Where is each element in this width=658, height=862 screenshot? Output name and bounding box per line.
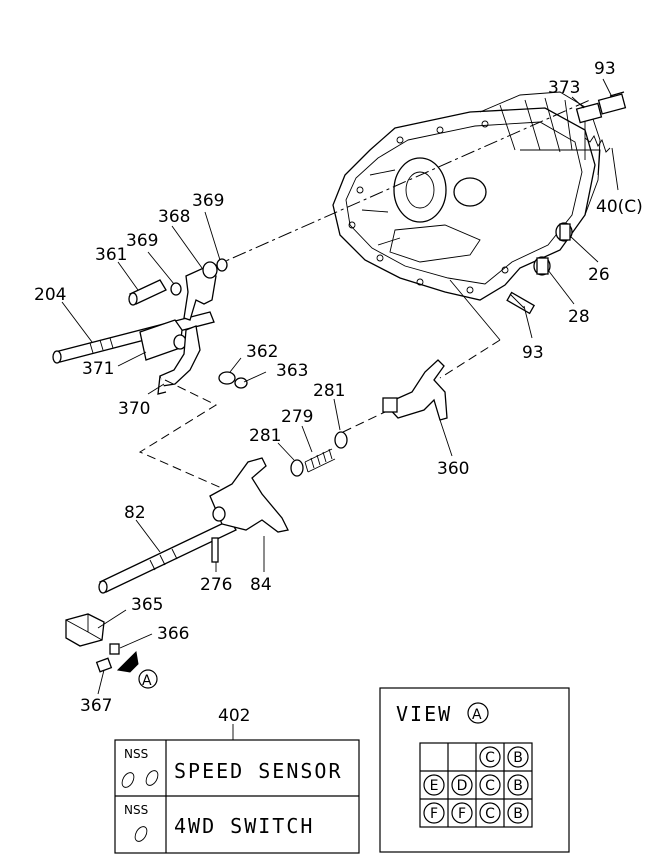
ring-363 xyxy=(234,377,248,389)
grid-cell-circle xyxy=(507,774,529,796)
spring-seat-281-b xyxy=(334,431,348,449)
grid-cell-circle xyxy=(423,774,445,796)
grid-cell-circle xyxy=(479,746,501,768)
callout-373: 373 xyxy=(548,78,580,98)
pin-361 xyxy=(128,279,167,306)
ring-369-a xyxy=(170,282,182,296)
callout-82: 82 xyxy=(124,503,146,523)
plug-26 xyxy=(555,222,573,242)
view-a-marker-circle xyxy=(138,669,158,689)
pin-367 xyxy=(95,657,113,673)
view-a-title: VIEW xyxy=(396,702,452,726)
transmission-case xyxy=(332,91,601,301)
sleeve-373 xyxy=(575,102,603,124)
grid-cell-circle xyxy=(423,802,445,824)
legend-row1-code: NSS xyxy=(124,747,148,761)
fork-360 xyxy=(382,359,448,421)
grid-cell-circle xyxy=(479,802,501,824)
legend-row2-code: NSS xyxy=(124,803,148,817)
spring-seat-281-a xyxy=(290,459,304,477)
leader-lines xyxy=(61,78,619,740)
shift-rod-82 xyxy=(98,519,237,594)
ring-369-b xyxy=(216,258,228,272)
bolt-93-bottom xyxy=(506,291,536,315)
callout-40c: 40(C) xyxy=(596,197,643,217)
fork-84 xyxy=(209,457,289,533)
legend-row1-text: SPEED SENSOR xyxy=(174,759,343,783)
grid-cell-letter: C xyxy=(485,750,495,766)
legend-row2-text: 4WD SWITCH xyxy=(174,814,314,838)
washer-362 xyxy=(218,371,236,385)
speed-sensor-365 xyxy=(65,613,105,647)
callout-276: 276 xyxy=(200,575,232,595)
callout-281-left: 281 xyxy=(249,426,281,446)
grid-cell-letter: B xyxy=(513,750,523,766)
view-a-marker-letter: A xyxy=(142,673,152,689)
callout-361: 361 xyxy=(95,245,127,265)
grid-cell-letter: C xyxy=(485,806,495,822)
grid-cell-letter: B xyxy=(513,806,523,822)
callout-84: 84 xyxy=(250,575,272,595)
grid-cell-letter: F xyxy=(430,806,438,822)
callout-368: 368 xyxy=(158,207,190,227)
view-a-title-marker: A xyxy=(472,707,482,723)
callout-363: 363 xyxy=(276,361,308,381)
callout-366: 366 xyxy=(157,624,189,644)
grid-cell-letter: B xyxy=(513,778,523,794)
callout-365: 365 xyxy=(131,595,163,615)
callout-26: 26 xyxy=(588,265,610,285)
seal-366 xyxy=(109,643,120,655)
view-a-grid xyxy=(419,742,533,828)
grid-cell-circle xyxy=(451,774,473,796)
grid-cell-circle xyxy=(507,746,529,768)
callout-362: 362 xyxy=(246,342,278,362)
grid-cell-letter: C xyxy=(485,778,495,794)
spring-40c xyxy=(584,135,611,153)
callout-371: 371 xyxy=(82,359,114,379)
callout-369-right: 369 xyxy=(192,191,224,211)
lever-368 xyxy=(183,261,218,321)
arrow-a xyxy=(116,650,139,673)
callout-279: 279 xyxy=(281,407,313,427)
view-a-box: VIEW A C B E D C B F F C B xyxy=(379,687,570,853)
callout-labels: 93 373 40(C) 26 28 93 369 368 369 361 20… xyxy=(34,59,643,726)
grid-cell-circle xyxy=(479,774,501,796)
view-a-grid-cells: C B E D C B F F C B xyxy=(423,746,529,824)
callout-28: 28 xyxy=(568,307,590,327)
grid-cell-letter: F xyxy=(458,806,466,822)
pin-276 xyxy=(211,537,219,563)
callout-281-right: 281 xyxy=(313,381,345,401)
callout-370: 370 xyxy=(118,399,150,419)
callout-367: 367 xyxy=(80,696,112,716)
grid-cell-letter: D xyxy=(457,778,468,794)
plug-28 xyxy=(533,256,551,276)
bolt-93-top xyxy=(597,91,627,115)
callout-402: 402 xyxy=(218,706,250,726)
bracket-371 xyxy=(139,319,187,361)
grid-cell-circle xyxy=(507,802,529,824)
callout-93-bottom: 93 xyxy=(522,343,544,363)
callout-93-top: 93 xyxy=(594,59,616,79)
callout-360: 360 xyxy=(437,459,469,479)
grid-cell-circle xyxy=(451,802,473,824)
callout-369-left: 369 xyxy=(126,231,158,251)
spring-279 xyxy=(304,448,336,473)
grid-cell-letter: E xyxy=(430,778,439,794)
callout-204: 204 xyxy=(34,285,66,305)
legend-table: NSS SPEED SENSOR NSS 4WD SWITCH xyxy=(114,739,360,854)
